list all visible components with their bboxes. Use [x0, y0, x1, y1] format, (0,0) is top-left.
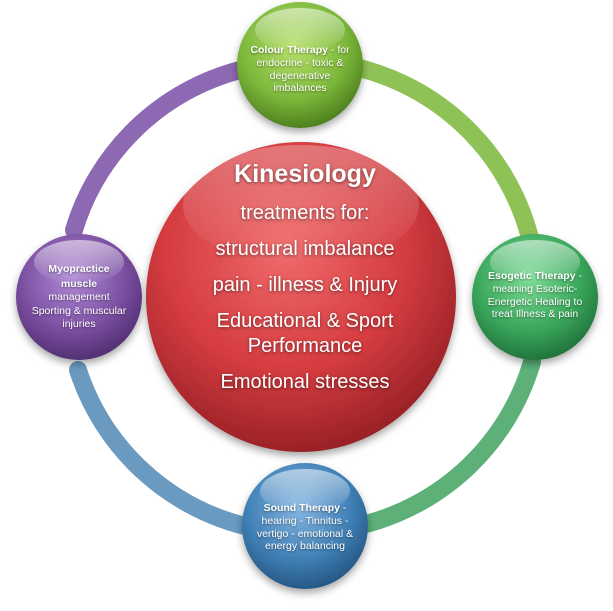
- center-line-pain: pain - illness & Injury: [212, 274, 398, 296]
- sound-therapy-text: Sound Therapy - hearing - Tinnitus - ver…: [254, 502, 356, 553]
- sound-therapy-description: - hearing - Tinnitus - vertigo - emotion…: [256, 502, 354, 553]
- center-line-educational: Educational & Sport Performance: [216, 310, 394, 357]
- myopractice-line-muscle: muscle: [60, 277, 98, 290]
- center-text-block: Kinesiology treatments for: structural i…: [180, 160, 430, 406]
- ring-arc-green: [331, 55, 539, 247]
- ring-arc-purple: [65, 61, 249, 239]
- ring-arc-blue: [69, 361, 254, 535]
- center-line-structural: structural imbalance: [215, 238, 395, 260]
- myopractice-line-sporting: Sporting & muscular injuries: [31, 305, 127, 331]
- center-line-treatments: treatments for:: [240, 202, 370, 224]
- myopractice-text: Myopractice muscle management Sporting &…: [27, 263, 131, 331]
- colour-therapy-circle: [237, 2, 363, 128]
- sound-therapy-heading: Sound Therapy: [263, 502, 340, 514]
- esogetic-therapy-circle: [472, 234, 598, 360]
- myopractice-heading: Myopractice: [48, 263, 110, 275]
- myopractice-line-management: management: [48, 290, 110, 303]
- esogetic-therapy-heading: Esogetic Therapy: [488, 270, 576, 282]
- ring-arc-teal: [353, 353, 541, 534]
- esogetic-therapy-description: - meaning Esoteric-Energetic Healing to …: [487, 270, 583, 321]
- colour-therapy-heading: Colour Therapy: [250, 44, 328, 56]
- center-circle: [146, 142, 456, 452]
- colour-therapy-text: Colour Therapy - for endocrine - toxic &…: [250, 44, 350, 95]
- colour-therapy-description: - for endocrine - toxic & degenerative i…: [256, 44, 350, 95]
- sound-therapy-circle: [242, 463, 368, 589]
- center-title: Kinesiology: [234, 160, 376, 188]
- myopractice-circle: [16, 234, 142, 360]
- esogetic-therapy-text: Esogetic Therapy - meaning Esoteric-Ener…: [481, 270, 589, 321]
- center-line-emotional: Emotional stresses: [220, 371, 390, 393]
